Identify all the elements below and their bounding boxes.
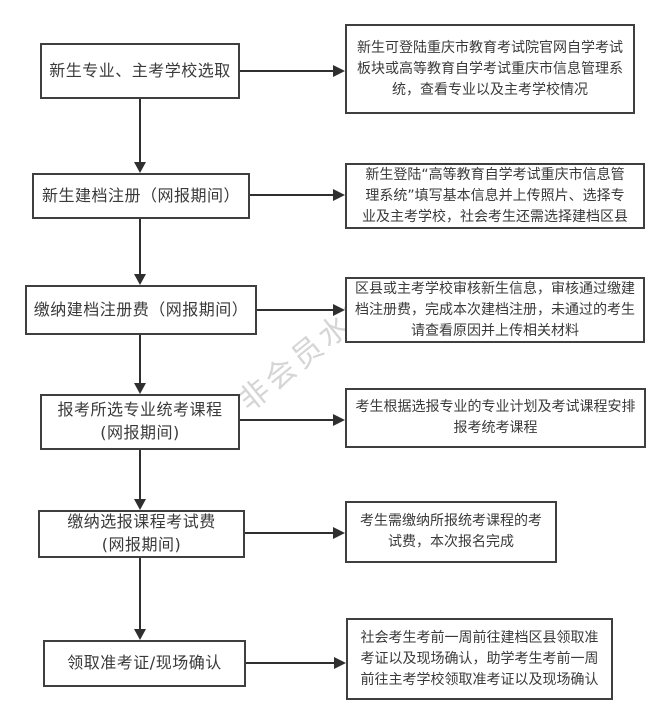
step-box-get-admission-ticket: 领取准考证/现场确认 <box>43 640 246 687</box>
arrow-right-line-2 <box>250 194 334 196</box>
arrow-down-line-5 <box>139 558 141 630</box>
arrow-down-head-icon <box>134 499 146 510</box>
arrow-down-line-3 <box>139 335 141 384</box>
arrow-down-head-icon <box>134 274 146 285</box>
step-box-enroll-courses: 报考所选专业统考课程 (网报期间) <box>40 394 240 450</box>
desc-box-enroll-courses: 考生根据选报专业的专业计划及考试课程安排 报考统考课程 <box>345 388 646 448</box>
step-box-register-profile: 新生建档注册（网报期间） <box>32 173 250 219</box>
desc-box-pay-exam-fee: 考生需缴纳所报统考课程的考 试费，本次报名完成 <box>345 501 557 563</box>
desc-box-get-admission-ticket: 社会考生考前一周前往建档区县领取准 考证以及现场确认，助学考生考前一周 前往主考… <box>346 618 613 700</box>
arrow-right-line-3 <box>257 309 334 311</box>
arrow-right-head-icon <box>333 189 345 201</box>
arrow-right-line-6 <box>246 662 335 664</box>
desc-box-select-major-school: 新生可登陆重庆市教育考试院官网自学考试 板块或高等教育自学考试重庆市信息管理系 … <box>345 24 635 114</box>
step-box-pay-registration-fee: 缴纳建档注册费（网报期间） <box>25 285 257 335</box>
arrow-down-line-4 <box>139 450 141 500</box>
arrow-down-line-1 <box>139 99 141 163</box>
arrow-right-head-icon <box>333 65 345 77</box>
arrow-right-head-icon <box>333 414 345 426</box>
arrow-right-line-1 <box>240 70 334 72</box>
arrow-right-head-icon <box>334 657 346 669</box>
step-box-pay-exam-fee: 缴纳选报课程考试费 (网报期间) <box>38 510 245 558</box>
arrow-right-line-5 <box>245 532 334 534</box>
arrow-down-head-icon <box>134 629 146 640</box>
arrow-down-head-icon <box>134 383 146 394</box>
arrow-right-head-icon <box>333 304 345 316</box>
arrow-right-line-4 <box>240 419 334 421</box>
desc-box-pay-registration-fee: 区县或主考学校审核新生信息，审核通过缴建 档注册费，完成本次建档注册，未通过的考… <box>345 277 645 343</box>
arrow-right-head-icon <box>333 527 345 539</box>
desc-box-register-profile: 新生登陆“高等教育自学考试重庆市信息管 理系统”填写基本信息并上传照片、选择专 … <box>345 163 645 229</box>
arrow-down-line-2 <box>139 219 141 275</box>
step-box-select-major-school: 新生专业、主考学校选取 <box>40 43 240 99</box>
arrow-down-head-icon <box>134 162 146 173</box>
